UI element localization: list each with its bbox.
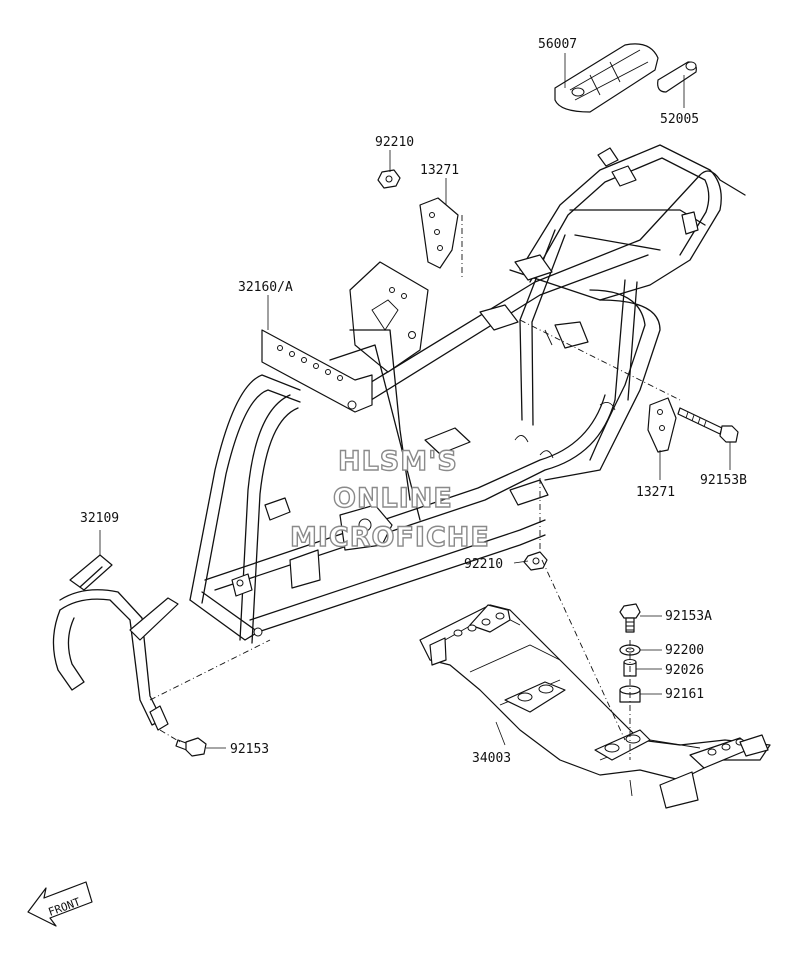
label-92161: 92161 (665, 687, 704, 702)
label-92153A: 92153A (665, 609, 712, 624)
part-34003-subframe (419, 604, 771, 809)
part-92153B-bolt (677, 407, 739, 443)
part-92153A-bolt (619, 603, 641, 633)
part-92210-nut-mid (523, 551, 548, 571)
label-32109: 32109 (80, 511, 119, 526)
label-32160A: 32160/A (238, 280, 293, 295)
label-92153: 92153 (230, 742, 269, 757)
part-52005-pin (657, 61, 697, 93)
watermark-line-2: ONLINE (333, 483, 453, 514)
label-92200: 92200 (665, 643, 704, 658)
part-92210-nut-top (377, 169, 401, 189)
main-frame (189, 144, 746, 644)
label-52005: 52005 (660, 112, 699, 127)
alignment-lines (149, 215, 681, 760)
watermark-line-3: MICROFICHE (290, 522, 490, 553)
part-32109-front-guard (52, 554, 179, 731)
leader-lines (99, 53, 731, 749)
front-direction-arrow: FRONT (27, 881, 93, 927)
part-13271-bracket-top (419, 197, 459, 269)
part-56007-cover (554, 43, 659, 113)
part-13271-bracket-right (647, 397, 677, 453)
part-labels: 56007 52005 92210 13271 32160/A 13271 92… (80, 37, 747, 766)
label-92210-top: 92210 (375, 135, 414, 150)
watermark-line-1: HLSM'S (338, 446, 458, 477)
label-92026: 92026 (665, 663, 704, 678)
label-92210-mid: 92210 (464, 557, 503, 572)
part-92153-bolt (175, 737, 207, 757)
label-56007: 56007 (538, 37, 577, 52)
label-34003: 34003 (472, 751, 511, 766)
watermark: HLSM'S ONLINE MICROFICHE (289, 445, 490, 553)
label-92153B: 92153B (700, 473, 747, 488)
label-13271-top: 13271 (420, 163, 459, 178)
label-13271-right: 13271 (636, 485, 675, 500)
